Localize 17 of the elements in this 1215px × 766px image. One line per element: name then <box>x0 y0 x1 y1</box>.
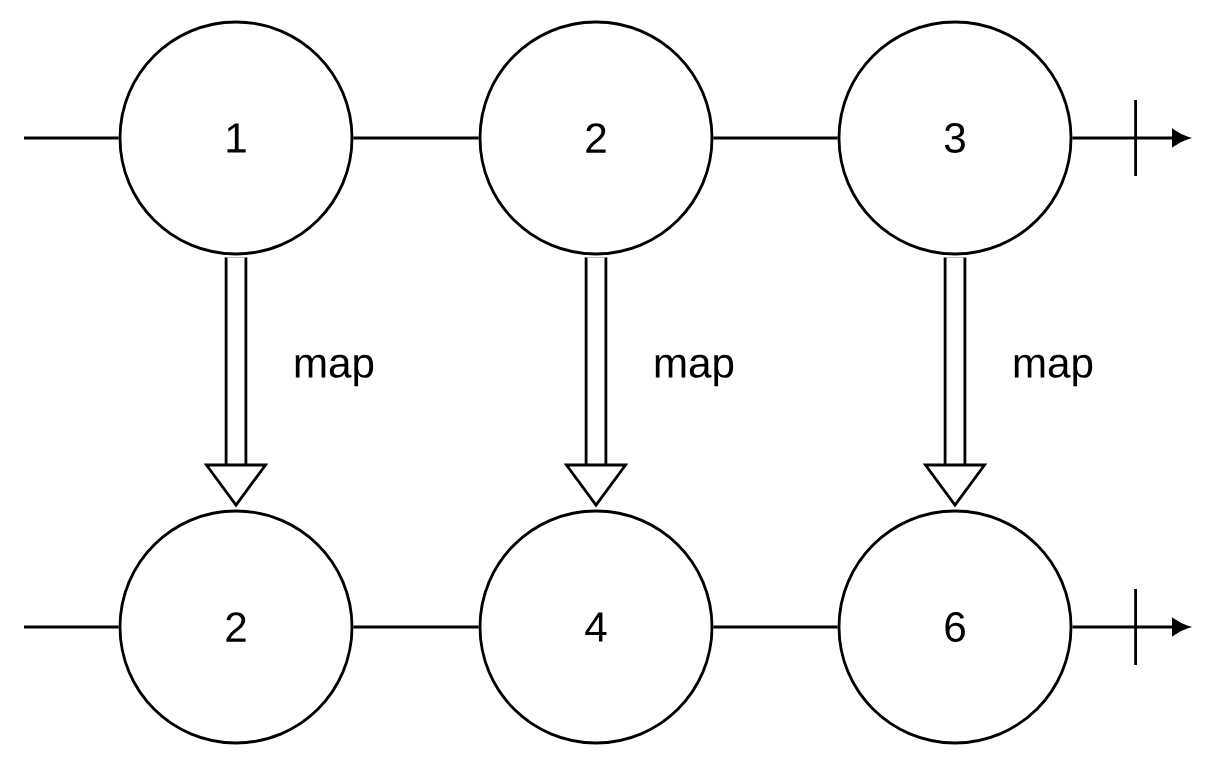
edge-label: map <box>1014 354 1093 387</box>
circle-node: 6 <box>837 509 1073 745</box>
circle-node: 4 <box>478 509 714 745</box>
line <box>24 625 119 629</box>
circle-node: 3 <box>837 20 1073 256</box>
arrow <box>1072 100 1189 176</box>
line <box>713 136 838 140</box>
line <box>353 625 479 629</box>
edge-label: map <box>655 354 734 387</box>
circle-node: 2 <box>478 20 714 256</box>
line <box>713 625 838 629</box>
edge-label: map <box>295 354 374 387</box>
arrow <box>1072 589 1189 665</box>
circle-node: 2 <box>118 509 354 745</box>
line <box>353 136 479 140</box>
circle-node: 1 <box>118 20 354 256</box>
line <box>24 136 119 140</box>
